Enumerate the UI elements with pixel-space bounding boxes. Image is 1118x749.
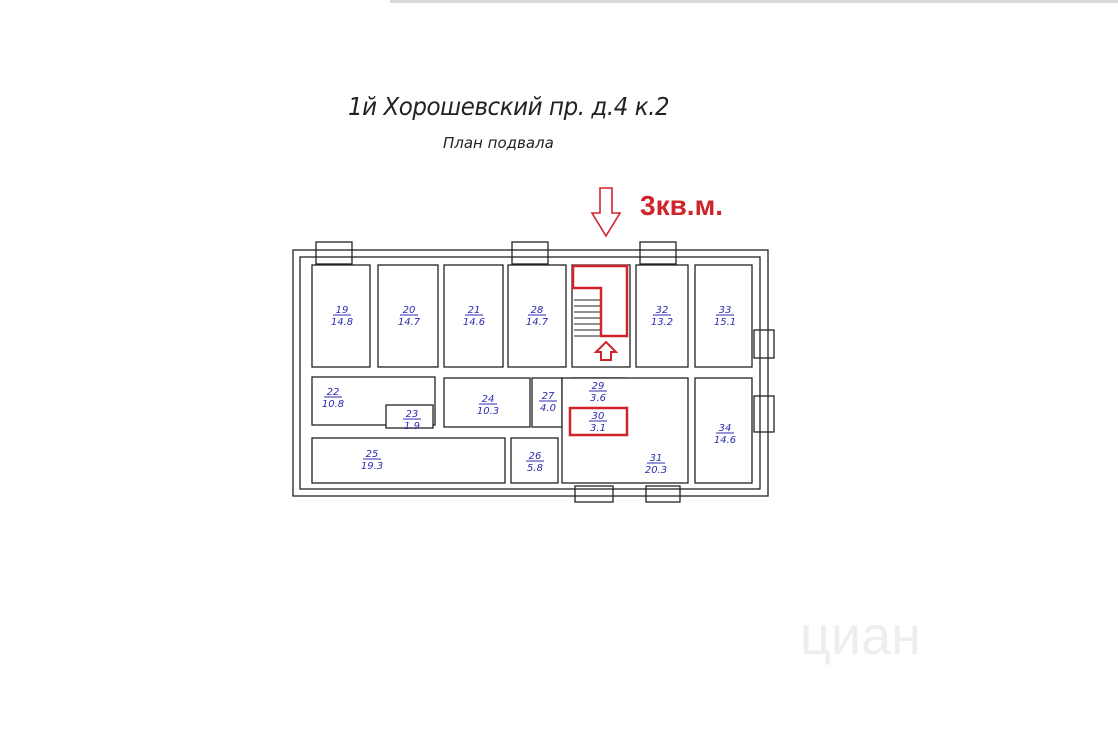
room-25 <box>311 437 506 484</box>
room-area: 3.6 <box>590 393 606 404</box>
top-border-line <box>390 0 1118 3</box>
room-number: 25 <box>366 449 379 460</box>
highlighted-areas <box>568 187 629 437</box>
room-number: 29 <box>592 381 605 392</box>
room-area: 19.3 <box>361 461 383 472</box>
room-area: 14.7 <box>526 317 549 328</box>
room-area: 20.3 <box>645 465 667 476</box>
room-19 <box>311 264 371 368</box>
room-area: 3.1 <box>590 423 606 434</box>
stairs <box>574 299 600 337</box>
room-area: 1.9 <box>404 421 420 432</box>
room-number: 31 <box>650 453 663 464</box>
room-number: 27 <box>542 391 555 402</box>
room-number: 28 <box>531 305 544 316</box>
down-arrow-icon <box>590 187 622 238</box>
room-number: 23 <box>406 409 419 420</box>
room-label-29: 293.6 <box>589 381 607 404</box>
room-number: 24 <box>482 394 495 405</box>
room-number: 32 <box>656 305 669 316</box>
room-area: 10.3 <box>477 406 499 417</box>
room-33 <box>694 264 753 368</box>
room-number: 33 <box>719 305 732 316</box>
room-area: 14.6 <box>463 317 485 328</box>
room-number: 22 <box>327 387 340 398</box>
room-label-30: 303.1 <box>589 411 607 434</box>
up-arrow-icon <box>593 340 619 361</box>
room-area: 13.2 <box>651 317 673 328</box>
room-area: 5.8 <box>527 463 543 474</box>
room-21 <box>443 264 504 368</box>
room-number: 21 <box>468 305 481 316</box>
room-number: 20 <box>403 305 416 316</box>
room-20 <box>377 264 439 368</box>
room-number: 26 <box>529 451 542 462</box>
room-label-23: 231.9 <box>403 409 421 432</box>
room-area: 15.1 <box>714 317 736 328</box>
room-area: 14.6 <box>714 435 736 446</box>
watermark-logo: циан <box>800 606 921 666</box>
plan-subtitle: План подвала <box>443 134 554 152</box>
room-32 <box>635 264 689 368</box>
room-number: 19 <box>336 305 349 316</box>
room-34 <box>694 377 753 484</box>
plan-title: 1й Хорошевский пр. д.4 к.2 <box>348 92 670 121</box>
room-23 <box>385 404 434 429</box>
room-24 <box>443 377 531 428</box>
room-number: 34 <box>719 423 732 434</box>
rooms <box>311 264 753 484</box>
room-28 <box>507 264 567 368</box>
room-label-27: 274.0 <box>539 391 557 414</box>
room-number: 30 <box>592 411 605 422</box>
room-area: 4.0 <box>540 403 556 414</box>
room-area: 14.7 <box>398 317 421 328</box>
highlight-area-note: 3кв.м. <box>640 190 724 221</box>
room-label-26: 265.8 <box>526 451 544 474</box>
room-area: 10.8 <box>322 399 344 410</box>
room-area: 14.8 <box>331 317 353 328</box>
walls <box>292 241 775 503</box>
